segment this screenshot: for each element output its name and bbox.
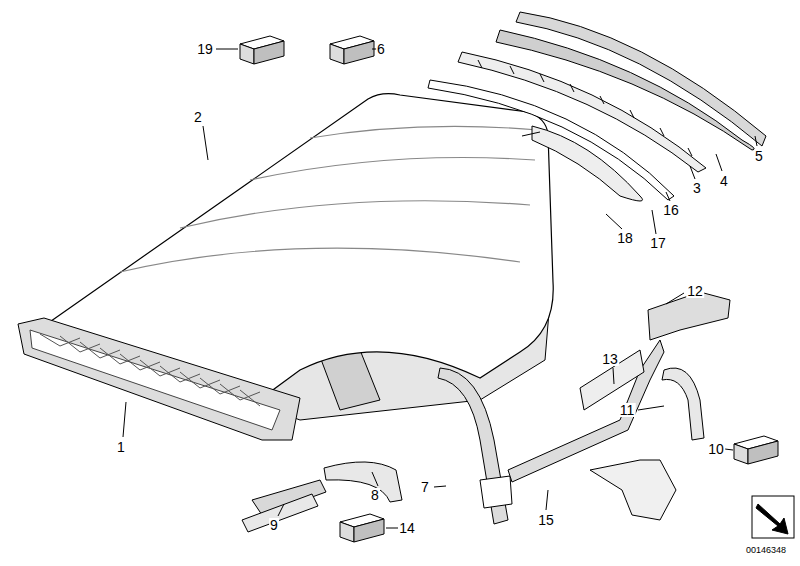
front-bow <box>40 334 260 406</box>
callout-number: 9 <box>269 518 279 532</box>
callout-number: 3 <box>692 181 702 195</box>
leader-line <box>725 449 733 450</box>
roof-fabric <box>310 126 538 138</box>
drawing-number: 00146348 <box>745 546 787 555</box>
leader-line <box>123 402 126 437</box>
front-bow <box>30 330 280 430</box>
direction-icon <box>756 504 788 534</box>
callout-number: 10 <box>707 442 725 456</box>
box-icon <box>330 44 344 64</box>
leader-line <box>652 210 656 234</box>
roof-fabric <box>180 201 530 228</box>
roof-fabric <box>120 248 520 272</box>
leader-line <box>123 49 757 528</box>
callout-number: 16 <box>662 203 680 217</box>
rear-strips <box>478 60 692 156</box>
leader-line <box>372 472 378 486</box>
leader-line <box>386 528 398 529</box>
callout-number: 4 <box>719 174 729 188</box>
rear-strips <box>532 126 643 201</box>
callout-number: 14 <box>398 521 416 535</box>
leader-line <box>606 214 622 229</box>
leader-line <box>434 486 446 487</box>
side-seals <box>242 292 730 532</box>
leader-line <box>716 154 722 171</box>
leader-line <box>216 49 238 50</box>
leader-line <box>666 293 684 304</box>
direction-icon <box>752 496 794 538</box>
leader-line <box>278 504 284 516</box>
side-seals <box>324 462 402 502</box>
box-icon <box>240 44 254 64</box>
callout-number: 17 <box>649 236 667 250</box>
side-seals <box>480 476 512 508</box>
leader-line <box>755 136 757 146</box>
rear-strips <box>428 12 766 201</box>
side-seals <box>242 494 318 532</box>
front-bow <box>18 318 300 440</box>
callout-number: 8 <box>370 488 380 502</box>
callout-number: 15 <box>537 513 555 527</box>
rear-strips <box>428 80 674 200</box>
callout-number: 11 <box>619 403 636 417</box>
side-seals <box>580 350 644 410</box>
side-seals <box>662 368 704 440</box>
callout-number: 6 <box>376 42 386 56</box>
side-seals <box>648 292 730 340</box>
box-icon <box>748 441 778 464</box>
box-icon <box>344 41 374 64</box>
callout-number: 1 <box>116 440 126 454</box>
callout-number: 7 <box>420 480 430 494</box>
leader-line <box>666 192 670 201</box>
leader-line <box>613 368 614 384</box>
roof-fabric <box>250 158 535 181</box>
front-bow <box>18 318 300 440</box>
callout-number: 19 <box>196 42 214 56</box>
box-icon <box>340 522 354 542</box>
side-seals <box>590 460 676 520</box>
callout-number: 12 <box>686 284 704 298</box>
callout-number: 18 <box>616 231 634 245</box>
box-icon <box>254 41 284 64</box>
box-icon <box>354 519 384 542</box>
leader-line <box>690 166 695 179</box>
callout-number: 13 <box>601 352 619 366</box>
callout-number: 2 <box>193 110 203 124</box>
leader-line <box>546 490 548 510</box>
leader-line <box>638 406 664 410</box>
callout-number: 5 <box>754 149 764 163</box>
direction-icon <box>752 496 794 538</box>
rear-strips <box>522 132 540 136</box>
leader-line <box>203 126 208 160</box>
box-icon <box>734 444 748 464</box>
